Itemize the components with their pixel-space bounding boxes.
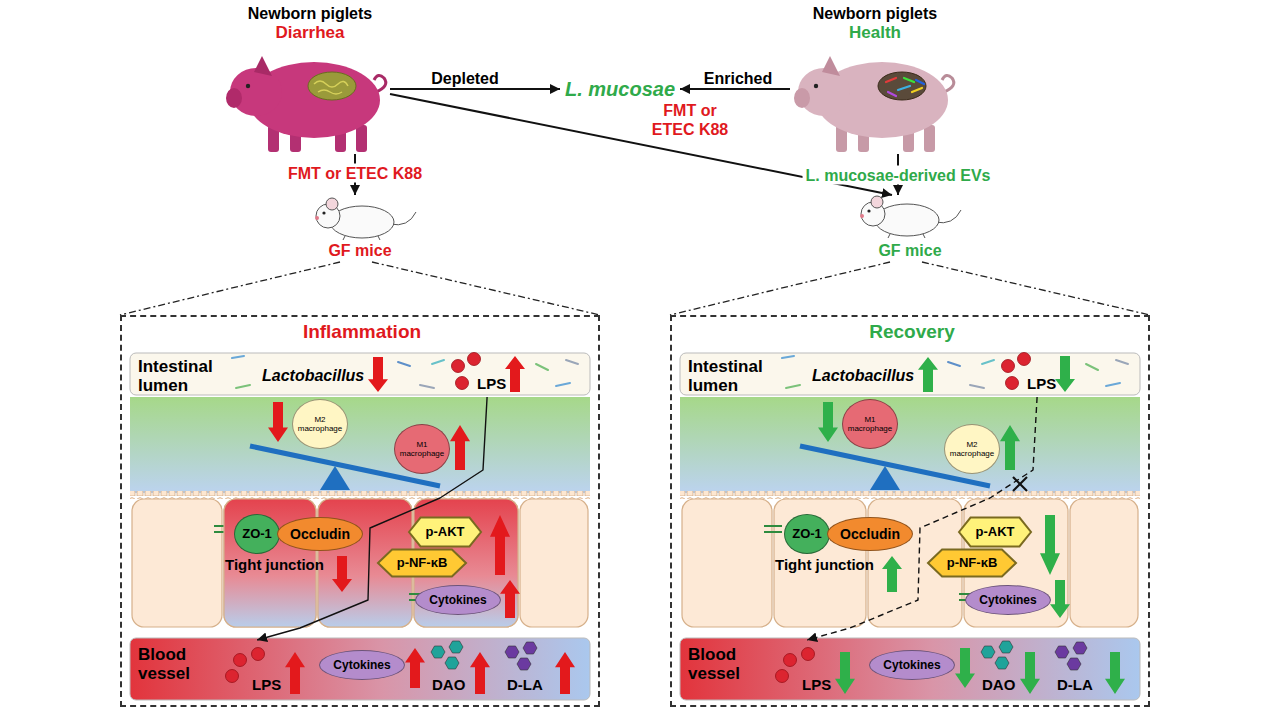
tight-junction-protein: Occludin xyxy=(277,517,363,551)
node-text: Intestinal lumen xyxy=(138,357,230,395)
blood-vessel-band: Blood vesselLPS DAO D-LA Cytokines xyxy=(682,640,1142,702)
connector xyxy=(807,397,1037,640)
node-text: LPS xyxy=(252,676,281,694)
tight-junction-protein: ZO-1 xyxy=(784,514,830,554)
macrophage-circle: M1 macrophage xyxy=(394,424,450,474)
tight-junction-protein: ZO-1 xyxy=(234,514,280,554)
node-text: M1 macrophage xyxy=(843,415,897,433)
node-text: D-LA xyxy=(1057,676,1093,694)
node-text: ZO-1 xyxy=(242,527,272,541)
edge-label: Enriched xyxy=(701,69,775,88)
node-text: ZO-1 xyxy=(792,527,822,541)
connector xyxy=(257,397,487,640)
node-text: Health xyxy=(849,23,901,42)
node-text: LPS xyxy=(477,375,506,393)
lumen-band: Intestinal lumen Lactobacillus LPS xyxy=(682,355,1142,397)
macrophage-circle: M2 macrophage xyxy=(944,424,1000,474)
node-text: Lactobacillus xyxy=(262,366,364,385)
zoom-panel: InflammationIntestinal lumen Lactobacillu… xyxy=(120,315,600,707)
signal-hexagon: p-AKT xyxy=(409,517,481,547)
node-text: GF mice xyxy=(878,241,941,260)
mouse-node: GF mice xyxy=(850,195,970,260)
node-text: L. mucosae xyxy=(565,77,675,101)
cytokine-ellipse: Cytokines xyxy=(869,650,955,680)
node-text: Intestinal lumen xyxy=(688,357,780,395)
edge-label: FMT or ETEC K88 xyxy=(637,101,743,139)
species-label: L. mucosae xyxy=(560,76,680,102)
annotation-label: Tight junction xyxy=(225,556,324,574)
node-text: p-NF-κB xyxy=(397,556,448,570)
piglet-node: Newborn pigletsHealth xyxy=(790,4,960,154)
connector xyxy=(390,88,560,90)
node-text: Cytokines xyxy=(883,659,940,672)
annotation-label: Tight junction xyxy=(775,556,874,574)
node-text: Diarrhea xyxy=(276,23,345,42)
edge-label: L. mucosae-derived EVs xyxy=(803,166,994,185)
node-text: Occludin xyxy=(290,527,350,542)
node-text: Newborn piglets xyxy=(248,4,372,23)
tight-junction-protein: Occludin xyxy=(827,517,913,551)
signal-hexagon: p-NF-κB xyxy=(378,549,466,577)
node-text: p-AKT xyxy=(976,525,1015,539)
node-text: D-LA xyxy=(507,676,543,694)
cytokine-ellipse: Cytokines xyxy=(319,650,405,680)
edge-label: Depleted xyxy=(428,69,502,88)
node-text: Lactobacillus xyxy=(812,366,914,385)
signal-hexagon: p-AKT xyxy=(959,517,1031,547)
cytokine-ellipse: Cytokines xyxy=(965,585,1051,615)
connector xyxy=(680,88,790,90)
zoom-panel: RecoveryIntestinal lumenLactobacillusLPS… xyxy=(670,315,1150,707)
cytokine-ellipse: Cytokines xyxy=(415,585,501,615)
blood-vessel-band: Blood vesselLPS DAO D-LA Cytokines xyxy=(132,640,592,702)
macrophage-circle: M1 macrophage xyxy=(842,399,898,449)
edge-label: FMT or ETEC K88 xyxy=(285,164,425,183)
node-text: Newborn piglets xyxy=(813,4,937,23)
node-text: Blood vessel xyxy=(688,645,760,683)
lumen-band: Intestinal lumen Lactobacillus LPS xyxy=(132,355,592,397)
node-text: LPS xyxy=(1027,375,1056,393)
node-text: GF mice xyxy=(328,241,391,260)
node-text: p-AKT xyxy=(426,525,465,539)
node-text: LPS xyxy=(802,676,831,694)
signal-hexagon: p-NF-κB xyxy=(928,549,1016,577)
macrophage-circle: M2 macrophage xyxy=(292,399,348,449)
mouse-node: GF mice xyxy=(300,195,420,260)
node-text: DAO xyxy=(432,676,465,694)
node-text: Cytokines xyxy=(429,594,486,607)
node-text: M2 macrophage xyxy=(293,415,347,433)
node-text: Recovery xyxy=(672,321,1152,343)
node-text: Cytokines xyxy=(979,594,1036,607)
node-text: Blood vessel xyxy=(138,645,210,683)
node-text: M1 macrophage xyxy=(395,440,449,458)
node-text: M2 macrophage xyxy=(945,440,999,458)
node-text: DAO xyxy=(982,676,1015,694)
node-text: p-NF-κB xyxy=(947,556,998,570)
node-text: Inflammation xyxy=(122,321,602,343)
node-text: Occludin xyxy=(840,527,900,542)
node-text: Cytokines xyxy=(333,659,390,672)
piglet-node: Newborn pigletsDiarrhea xyxy=(230,4,390,154)
